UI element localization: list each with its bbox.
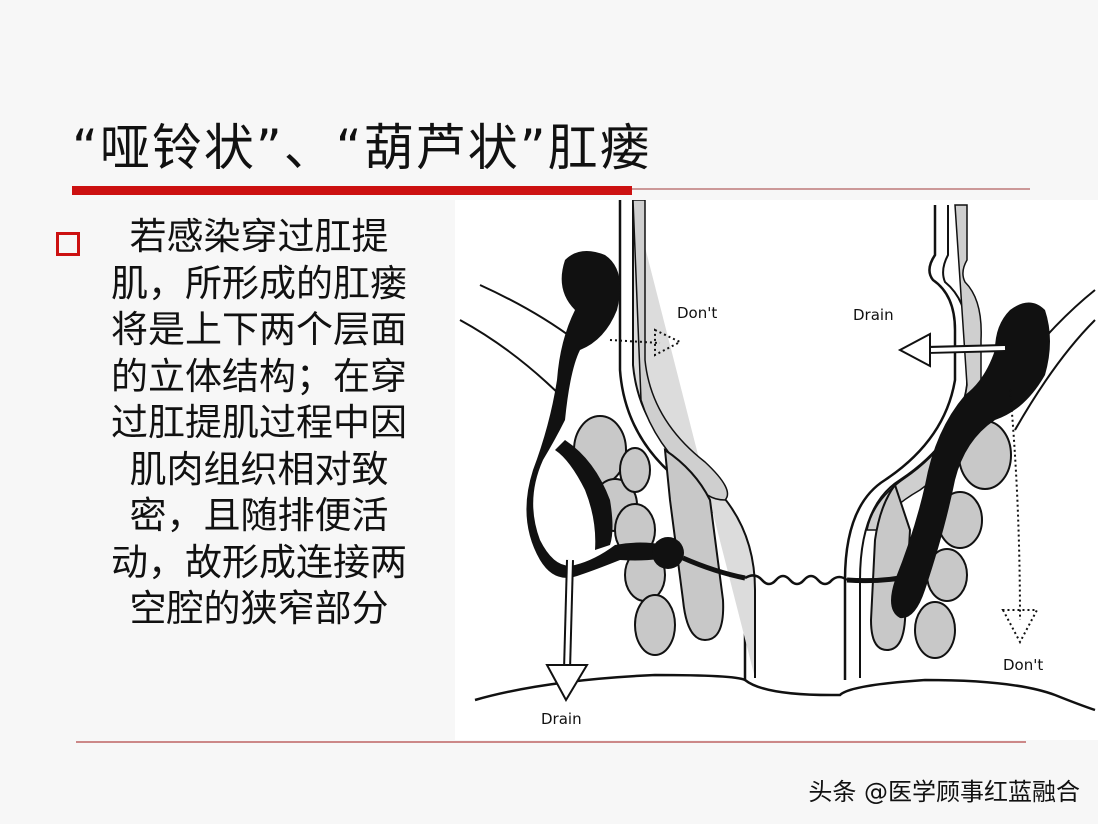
left-sphincter (663, 447, 725, 642)
right-abscess (891, 302, 1050, 619)
left-muscle-oval-5 (634, 594, 676, 656)
left-tract (681, 555, 746, 581)
slide-title: “哑铃状”、“葫芦状”肛瘘 (72, 119, 652, 177)
wavy-tract (744, 574, 848, 586)
label-drain-top: Drain (853, 306, 894, 324)
title-underline-red (72, 186, 632, 195)
drain-bottom-arrowhead (545, 664, 589, 703)
left-outer-contour (459, 319, 566, 401)
label-drain-bottom: Drain (541, 710, 582, 728)
dont-bottom-arrow-shaft (1009, 389, 1021, 621)
drain-top-arrowhead (897, 332, 931, 368)
dont-top-arrow-shaft (609, 339, 661, 344)
dont-top-arrowhead (654, 328, 683, 357)
left-abscess-nodule (652, 537, 684, 569)
watermark-text: 头条 @医学顾事红蓝融合 (808, 778, 1080, 806)
left-muscle-oval-6 (619, 447, 651, 493)
right-outer-contour (1014, 319, 1096, 431)
square-bullet-icon (56, 232, 80, 256)
body-text: 若感染穿过肛提肌，所形成的肛瘘将是上下两个层面的立体结构；在穿过肛提肌过程中因肌… (111, 215, 407, 630)
footer-rule (76, 741, 1026, 743)
title-underline-thin (632, 188, 1030, 190)
right-tract (846, 575, 901, 584)
anal-fistula-diagram: Don't Drain Drain Don't (455, 200, 1098, 740)
left-abscess-lobe (555, 440, 613, 550)
skin-line (474, 673, 1096, 712)
right-muscle-oval-4 (914, 601, 956, 659)
anal-wall-right-outer (843, 205, 957, 680)
label-dont-bottom: Don't (1003, 656, 1043, 674)
label-dont-top: Don't (677, 304, 717, 322)
